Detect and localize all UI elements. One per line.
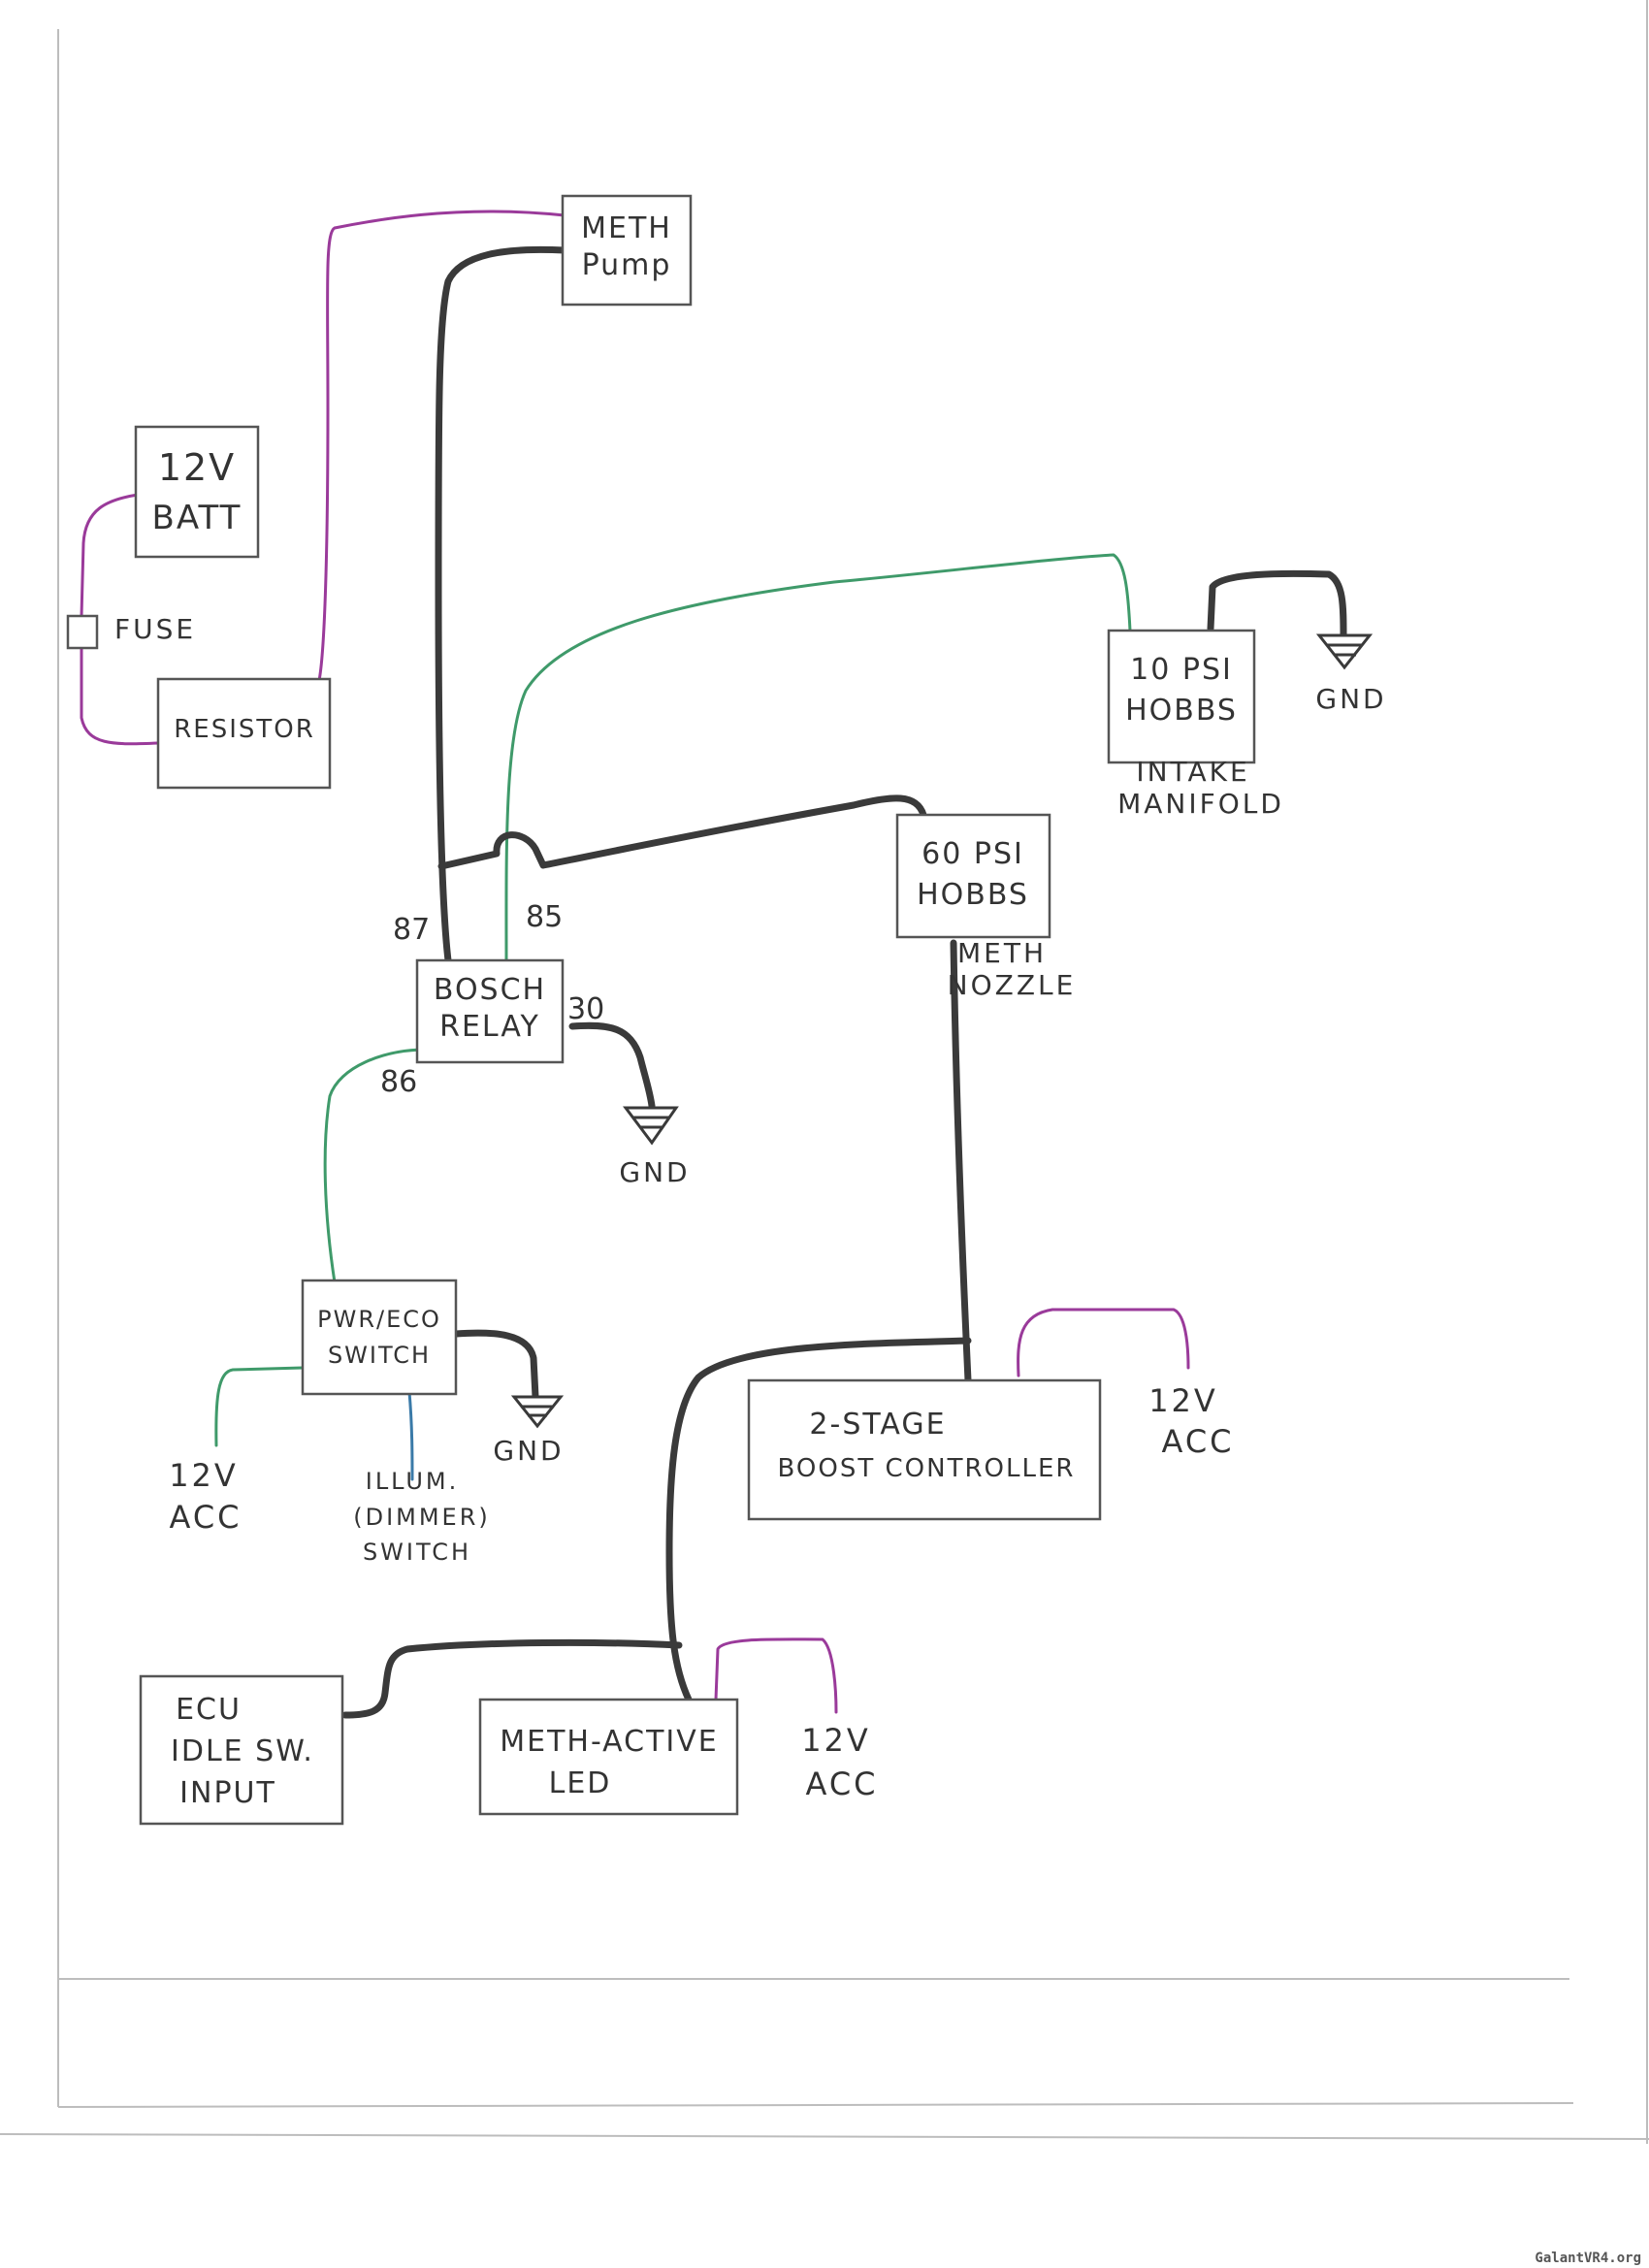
wire-switch-to-acc (214, 1366, 305, 1447)
boost-controller-label-2: BOOST CONTROLLER (778, 1454, 1076, 1483)
wire-ecu-to-led (341, 1638, 683, 1719)
wire-batt-to-fuse (80, 493, 140, 618)
relay-box (415, 958, 565, 1064)
ground-icon (623, 1106, 679, 1146)
hobbs-60-note-2: NOZZLE (948, 969, 1077, 1001)
acc-boost-label-2: ACC (1161, 1423, 1234, 1460)
component-boxes (66, 194, 1256, 1826)
fuse-label: FUSE (114, 613, 196, 645)
boost-controller-box (747, 1378, 1102, 1521)
hobbs-60-label-2: HOBBS (917, 878, 1029, 912)
hobbs-10-note-2: MANIFOLD (1117, 788, 1284, 820)
meth-pump-label-2: Pump (582, 248, 672, 282)
meth-pump-label-1: METH (581, 211, 672, 245)
hobbs-60-box (895, 813, 1051, 939)
ground-labels: GND GND GND (493, 683, 1386, 1467)
source-labels: 12V ACC ILLUM. (DIMMER) SWITCH 12V ACC 1… (169, 1382, 1234, 1802)
wire-switch-to-gnd (452, 1329, 539, 1401)
wires (80, 210, 1347, 1719)
relay-label-1: BOSCH (434, 973, 546, 1007)
ecu-label-1: ECU (176, 1693, 242, 1727)
ground-icon (1315, 633, 1374, 670)
gnd-relay-label: GND (619, 1156, 690, 1188)
led-box (478, 1698, 739, 1816)
pin-86-label: 86 (380, 1065, 417, 1099)
hobbs-10-label-1: 10 PSI (1130, 653, 1233, 687)
battery-label-1: 12V (158, 446, 236, 489)
illum-label-2: (DIMMER) (353, 1504, 491, 1531)
component-labels: METH Pump 12V BATT FUSE RESISTOR 10 PSI … (114, 211, 1284, 1810)
gnd-hobbs-label: GND (1315, 683, 1386, 715)
switch-box (301, 1279, 458, 1396)
acc-boost-label-1: 12V (1148, 1382, 1218, 1419)
switch-label-2: SWITCH (328, 1342, 431, 1369)
acc-led-label-2: ACC (805, 1766, 878, 1802)
acc-led-label-1: 12V (801, 1722, 871, 1759)
wire-boost-to-acc (1017, 1308, 1190, 1377)
acc-switch-label-1: 12V (169, 1457, 239, 1494)
wire-switch-to-illum (407, 1390, 414, 1481)
hobbs-60-label-1: 60 PSI (922, 837, 1024, 871)
wire-relay85-to-10psi (504, 553, 1132, 962)
ecu-box (139, 1674, 344, 1826)
battery-label-2: BATT (152, 499, 242, 537)
led-label-1: METH-ACTIVE (500, 1725, 718, 1759)
pin-30-label: 30 (567, 992, 604, 1026)
gnd-switch-label: GND (493, 1435, 564, 1467)
battery-box (134, 425, 260, 559)
illum-label-3: SWITCH (363, 1539, 471, 1566)
hobbs-10-box (1107, 629, 1256, 764)
pin-87-label: 87 (393, 913, 430, 947)
wire-relay-to-60psi (437, 794, 927, 870)
hobbs-60-note-1: METH (957, 937, 1047, 969)
page-border (0, 0, 1649, 2144)
pin-85-label: 85 (526, 900, 563, 934)
acc-switch-label-2: ACC (169, 1499, 242, 1536)
wire-boost-to-led (665, 1337, 972, 1703)
wire-pump-to-relay87 (435, 245, 568, 964)
resistor-label: RESISTOR (174, 715, 315, 744)
wire-led-to-acc (714, 1637, 838, 1714)
ecu-label-3: INPUT (179, 1776, 276, 1810)
relay-label-2: RELAY (439, 1010, 540, 1044)
illum-label-1: ILLUM. (366, 1468, 460, 1495)
wire-60psi-to-boost (950, 939, 972, 1384)
wire-fuse-to-resistor (80, 646, 160, 746)
fuse-box (66, 614, 99, 650)
meth-pump-box (561, 194, 693, 307)
boost-controller-label-1: 2-STAGE (809, 1408, 946, 1442)
wire-10psi-to-gnd (1207, 569, 1347, 639)
resistor-box (156, 677, 332, 790)
relay-pins: 87 85 30 86 (380, 900, 604, 1099)
wire-relay86-to-switch (323, 1048, 429, 1284)
wire-pump-to-resistor (316, 210, 566, 687)
ecu-label-2: IDLE SW. (171, 1734, 314, 1768)
watermark: GalantVR4.org (1535, 2251, 1641, 2266)
switch-label-1: PWR/ECO (317, 1306, 441, 1333)
ground-icon (510, 1395, 565, 1429)
wire-relay30-to-gnd (568, 1021, 656, 1110)
led-label-2: LED (549, 1766, 612, 1800)
hobbs-10-label-2: HOBBS (1125, 694, 1238, 728)
hobbs-10-note-1: INTAKE (1136, 756, 1249, 788)
ground-symbols (510, 633, 1374, 1429)
